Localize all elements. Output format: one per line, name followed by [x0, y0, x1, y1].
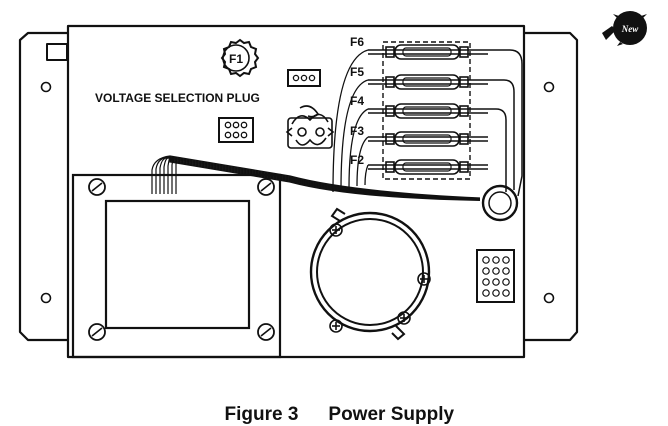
transformer-screws	[88, 178, 275, 341]
fuse-holder	[368, 131, 488, 147]
new-badge: New	[602, 11, 647, 46]
figure-title: Power Supply	[328, 404, 455, 425]
fuse-holder	[368, 74, 488, 90]
power-supply-diagram: F1 VOLTAGE SELECTION PLUG	[18, 11, 647, 359]
figure-caption: Figure 3 Power Supply	[0, 382, 668, 426]
twelve-pin-connector	[476, 249, 515, 303]
grommet	[481, 184, 519, 222]
fuse-label: F6	[350, 35, 364, 49]
fuse-label: F2	[350, 153, 364, 167]
corner-tab	[46, 43, 68, 61]
fuse-holder	[368, 159, 488, 175]
fuse-holder	[368, 44, 488, 60]
wire-harness	[151, 155, 481, 201]
transformer	[71, 173, 282, 359]
capacitor	[309, 207, 431, 341]
fuse-f1-holder: F1	[220, 38, 260, 78]
figure-number: Figure 3	[224, 404, 299, 425]
voltage-selection-plug-label: VOLTAGE SELECTION PLUG	[95, 91, 260, 105]
mounting-holes	[40, 81, 555, 304]
new-badge-text: New	[621, 24, 639, 34]
voltage-selector-socket	[285, 105, 335, 149]
voltage-selection-plug	[218, 117, 254, 143]
fuse-block	[332, 41, 523, 197]
fuse-holder	[368, 103, 488, 119]
fuse-label: F4	[350, 94, 364, 108]
fuse-label: F5	[350, 65, 364, 79]
fuse-label: F3	[350, 124, 364, 138]
three-pin-connector	[287, 69, 321, 87]
fuse-f1-label: F1	[229, 52, 243, 66]
chassis-outline	[18, 24, 579, 359]
